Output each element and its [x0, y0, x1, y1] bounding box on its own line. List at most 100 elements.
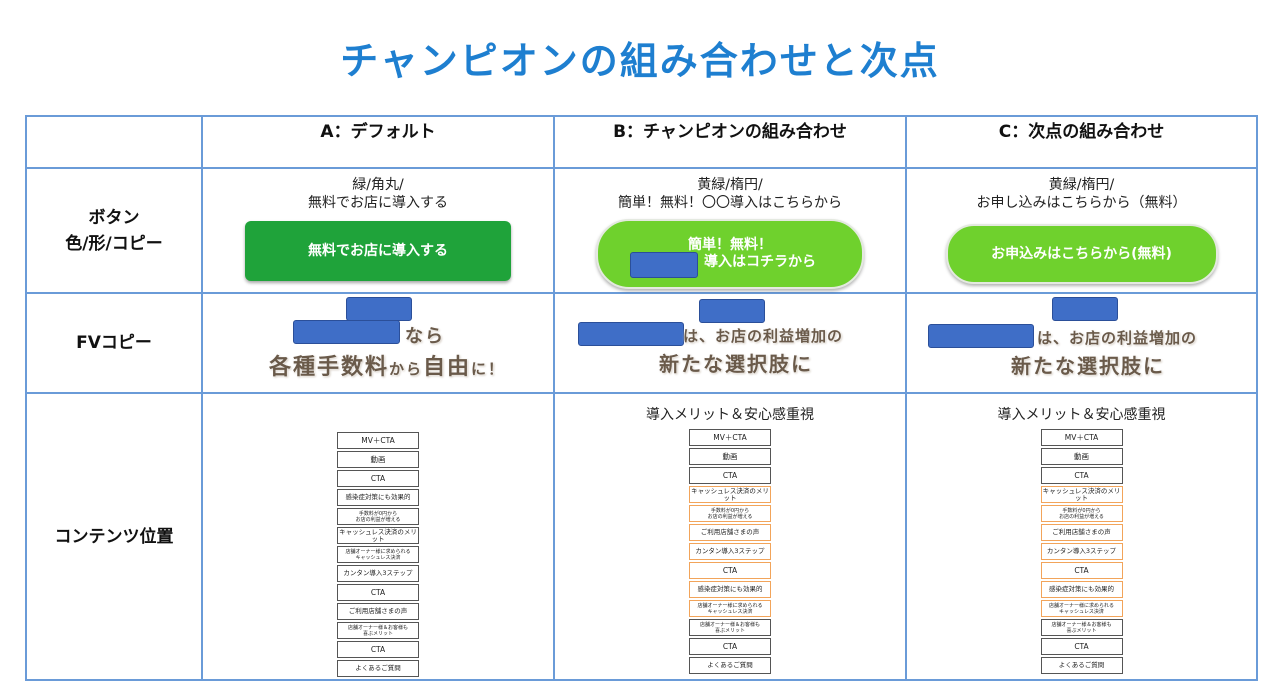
fv-copy-b-line1: は、お店の利益増加の	[683, 327, 844, 345]
cta-button-a-label: 無料でお店に導入する	[308, 242, 448, 259]
contents-cell-b: 導入メリット＆安心感重視 MV＋CTA 動画 CTA キャッシュレス決済のメリット手数…	[553, 392, 907, 681]
content-block: ご利用店舗さまの声	[337, 603, 419, 620]
content-block: MV＋CTA	[1040, 429, 1123, 446]
button-desc-a-line1: 緑/角丸/	[352, 177, 404, 193]
cta-button-b[interactable]: 簡単！無料！ 導入はコチラから	[596, 219, 864, 289]
button-desc-b-line1: 黄緑/楕円/	[697, 177, 763, 193]
button-desc-a-line2: 無料でお店に導入する	[308, 195, 448, 211]
fv-copy-a-ni: に！	[471, 360, 506, 378]
content-block: 店舗オーナー様＆お客様も喜ぶメリット	[337, 622, 419, 639]
content-block: 動画	[689, 448, 771, 465]
content-block: キャッシュレス決済のメリット	[1040, 486, 1123, 503]
fv-copy-a-free: 自由	[423, 355, 472, 380]
content-block: 手数料が0円からお店の利益が増える	[1040, 505, 1123, 522]
content-block: MV＋CTA	[337, 432, 419, 449]
content-block: CTA	[337, 641, 419, 658]
content-block: 動画	[1040, 448, 1123, 465]
cta-button-c[interactable]: お申込みはこちらから(無料)	[945, 224, 1218, 284]
content-block: 手数料が0円からお店の利益が増える	[689, 505, 771, 522]
content-block: よくあるご質問	[1040, 657, 1123, 674]
contents-stack-a: MV＋CTA 動画 CTA 感染症対策にも効果的手数料が0円からお店の利益が増えるキャ…	[337, 432, 419, 677]
row-label-button-line2: 色/形/コピー	[65, 233, 163, 254]
content-block: 動画	[337, 451, 419, 468]
redacted-logo-mask	[1052, 297, 1118, 321]
column-header-b: B：チャンピオンの組み合わせ	[553, 115, 907, 169]
content-block: よくあるご質問	[689, 657, 771, 674]
redacted-logo-mask	[346, 297, 412, 321]
page-title: チャンピオンの組み合わせと次点	[340, 39, 940, 83]
button-desc-a: 緑/角丸/ 無料でお店に導入する	[203, 169, 553, 212]
content-block: カンタン導入3ステップ	[337, 565, 419, 582]
row-label-button: ボタン 色/形/コピー	[25, 167, 203, 294]
content-block: CTA	[1040, 467, 1123, 484]
content-block: ご利用店舗さまの声	[1040, 524, 1123, 541]
content-block: CTA	[337, 470, 419, 487]
comparison-table: A：デフォルト B：チャンピオンの組み合わせ C：次点の組み合わせ ボタン 色/…	[25, 115, 1258, 681]
row-label-button-line1: ボタン	[88, 207, 140, 228]
fv-row: FVコピー なら 各種手数料から自由に！ は、お店の利益増加の 新たな選択肢に	[25, 292, 1258, 394]
content-block: 店舗オーナー様＆お客様も喜ぶメリット	[689, 619, 771, 636]
content-block: CTA	[337, 584, 419, 601]
contents-stack-c: MV＋CTA 動画 CTA キャッシュレス決済のメリット手数料が0円からお店の利益が増…	[1040, 429, 1123, 674]
button-desc-c-line1: 黄緑/楕円/	[1048, 177, 1115, 193]
content-block: CTA	[689, 467, 771, 484]
contents-stack-b: MV＋CTA 動画 CTA キャッシュレス決済のメリット手数料が0円からお店の利益が増…	[689, 429, 771, 674]
button-desc-c: 黄緑/楕円/ お申し込みはこちらから（無料）	[907, 169, 1256, 212]
content-block: キャッシュレス決済のメリット	[337, 527, 419, 544]
cta-button-b-label2: 導入はコチラから	[704, 254, 816, 270]
fv-cell-c: は、お店の利益増加の 新たな選択肢に	[905, 292, 1258, 394]
content-block: ご利用店舗さまの声	[689, 524, 771, 541]
contents-heading-b: 導入メリット＆安心感重視	[646, 407, 814, 423]
content-block: 感染症対策にも効果的	[689, 581, 771, 598]
button-desc-c-line2: お申し込みはこちらから（無料）	[976, 195, 1187, 211]
content-block: 手数料が0円からお店の利益が増える	[337, 508, 419, 525]
content-block: 店舗オーナー様に求められるキャッシュレス決済	[689, 600, 771, 617]
fv-copy-a-line1: なら	[405, 326, 445, 347]
column-header-a: A：デフォルト	[201, 115, 555, 169]
content-block: 感染症対策にも効果的	[1040, 581, 1123, 598]
corner-cell	[25, 115, 203, 169]
fv-copy-a-fees: 各種手数料	[269, 355, 390, 380]
contents-cell-a: MV＋CTA 動画 CTA 感染症対策にも効果的手数料が0円からお店の利益が増えるキャ…	[201, 392, 555, 681]
content-block: CTA	[1040, 562, 1123, 579]
content-block: CTA	[689, 638, 771, 655]
fv-copy-a-from: から	[389, 360, 424, 378]
contents-cell-c: 導入メリット＆安心感重視 MV＋CTA 動画 CTA キャッシュレス決済のメリット手数…	[905, 392, 1258, 681]
fv-cell-a: なら 各種手数料から自由に！	[201, 292, 555, 394]
button-cell-c: 黄緑/楕円/ お申し込みはこちらから（無料） お申込みはこちらから(無料)	[905, 167, 1258, 294]
cta-button-c-label: お申込みはこちらから(無料)	[991, 245, 1172, 262]
content-block: 店舗オーナー様に求められるキャッシュレス決済	[337, 546, 419, 563]
button-cell-a: 緑/角丸/ 無料でお店に導入する 無料でお店に導入する	[201, 167, 555, 294]
fv-copy-a-line2: 各種手数料から自由に！	[269, 349, 505, 381]
button-cell-b: 黄緑/楕円/ 簡単！無料！〇〇導入はこちらから 簡単！無料！ 導入はコチラから	[553, 167, 907, 294]
column-header-c: C：次点の組み合わせ	[905, 115, 1258, 169]
content-block: CTA	[1040, 638, 1123, 655]
content-block: CTA	[689, 562, 771, 579]
cta-button-a[interactable]: 無料でお店に導入する	[245, 221, 511, 281]
content-block: カンタン導入3ステップ	[689, 543, 771, 560]
content-block: 感染症対策にも効果的	[337, 489, 419, 506]
button-row: ボタン 色/形/コピー 緑/角丸/ 無料でお店に導入する 無料でお店に導入する …	[25, 167, 1258, 294]
cta-button-b-label1: 簡単！無料！	[688, 237, 772, 253]
contents-heading-c: 導入メリット＆安心感重視	[997, 407, 1166, 423]
redacted-name-mask	[928, 324, 1034, 348]
fv-copy-b-line2: 新たな選択肢に	[659, 352, 813, 376]
fv-copy-c-line1: は、お店の利益増加の	[1037, 329, 1198, 347]
content-block: よくあるご質問	[337, 660, 419, 677]
content-block: カンタン導入3ステップ	[1040, 543, 1123, 560]
content-block: 店舗オーナー様＆お客様も喜ぶメリット	[1040, 619, 1123, 636]
redacted-name-mask	[293, 320, 400, 344]
redacted-name-mask	[630, 252, 698, 278]
button-desc-b: 黄緑/楕円/ 簡単！無料！〇〇導入はこちらから	[555, 169, 905, 212]
row-label-fv: FVコピー	[25, 292, 203, 394]
header-row: A：デフォルト B：チャンピオンの組み合わせ C：次点の組み合わせ	[25, 115, 1258, 169]
redacted-name-mask	[578, 322, 684, 346]
content-block: MV＋CTA	[689, 429, 771, 446]
button-desc-b-line2: 簡単！無料！〇〇導入はこちらから	[618, 195, 842, 211]
redacted-logo-mask	[699, 299, 765, 323]
content-block: キャッシュレス決済のメリット	[689, 486, 771, 503]
fv-copy-c-line2: 新たな選択肢に	[1011, 354, 1165, 378]
row-label-contents: コンテンツ位置	[25, 392, 203, 681]
content-block: 店舗オーナー様に求められるキャッシュレス決済	[1040, 600, 1123, 617]
